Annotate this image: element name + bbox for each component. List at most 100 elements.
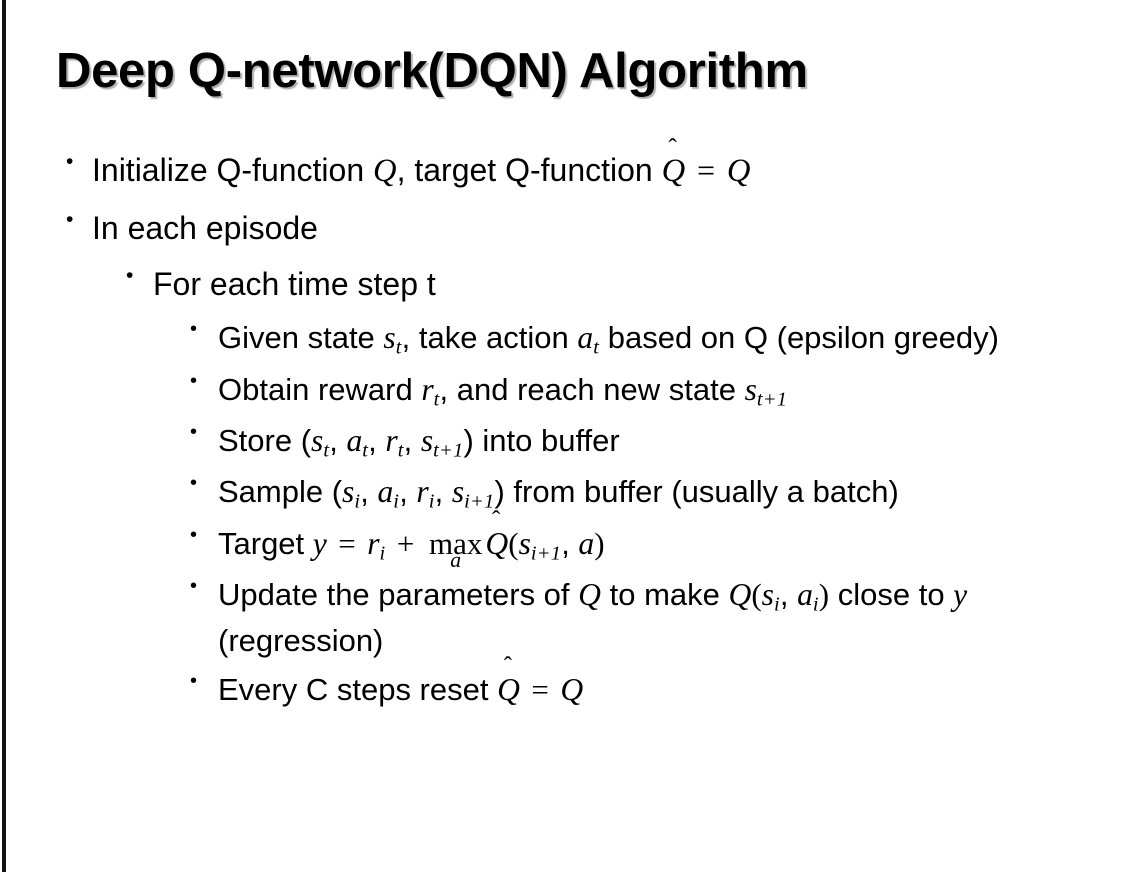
math-symbol-s: s: [518, 525, 531, 561]
list-item-text: For each time step t: [153, 266, 436, 303]
bullet-marker: •: [66, 208, 74, 232]
text-fragment: ) from buffer (usually a batch): [494, 474, 899, 510]
math-close-paren: ): [594, 525, 605, 561]
math-symbol-r: r: [385, 423, 398, 459]
list-item-text: Given state st, take action at based on …: [218, 316, 1088, 362]
text-fragment: based on Q (epsilon greedy): [599, 320, 999, 356]
text-fragment: close to: [829, 577, 954, 613]
list-item-text: Update the parameters of Q to make Q(si,…: [218, 573, 1088, 663]
math-equals: =: [688, 152, 724, 188]
math-open-paren: (: [508, 525, 519, 561]
list-item-text: In each episode: [92, 210, 318, 247]
text-fragment: Given state: [218, 320, 384, 356]
math-symbol-a: a: [377, 474, 394, 510]
math-subscript-t-plus-1: t+1: [433, 439, 464, 462]
math-close-paren: ): [818, 577, 830, 613]
math-symbol-s: s: [451, 474, 465, 510]
bullet-marker: •: [190, 472, 198, 495]
math-symbol-y: y: [953, 577, 968, 613]
math-subscript-t: t: [593, 337, 600, 360]
list-item-in-each-episode: • In each episode: [0, 206, 1124, 250]
math-symbol-q: Q: [726, 153, 751, 189]
math-subscript-i: i: [393, 491, 400, 514]
math-subscript-i: i: [354, 491, 361, 514]
math-symbol-y: y: [312, 525, 327, 561]
math-max-label: max: [428, 525, 483, 561]
math-symbol-q: Q: [661, 153, 686, 189]
bullet-list: • Initialize Q-function Q, target Q-func…: [0, 135, 1124, 717]
math-plus: +: [389, 525, 423, 561]
bullet-marker: •: [126, 264, 134, 288]
math-symbol-a: a: [577, 320, 594, 356]
list-item-text: Store (st, at, rt, st+1) into buffer: [218, 419, 1088, 465]
text-fragment: ,: [403, 423, 421, 459]
math-subscript-t-plus-1: t+1: [756, 388, 788, 411]
list-item-text: Obtain reward rt, and reach new state st…: [218, 368, 1088, 414]
math-symbol-q: Q: [373, 153, 397, 189]
math-symbol-a: a: [797, 577, 813, 613]
math-subscript-t: t: [323, 439, 330, 462]
text-fragment: to make: [600, 577, 729, 613]
list-item-sample-batch: • Sample (si, ai, ri, si+1) from buffer …: [0, 470, 1124, 516]
list-item-update-parameters: • Update the parameters of Q to make Q(s…: [0, 573, 1124, 663]
text-fragment: Obtain reward: [218, 371, 422, 407]
math-symbol-q: Q: [485, 525, 509, 561]
text-fragment: , take action: [401, 320, 578, 356]
page-title: Deep Q-network(DQN) Algorithm: [56, 44, 808, 98]
math-symbol-s: s: [420, 423, 434, 459]
math-subscript-t: t: [433, 388, 440, 411]
text-fragment: ,: [399, 474, 417, 510]
text-fragment: ,: [561, 525, 579, 561]
math-subscript-i: i: [773, 593, 780, 616]
math-subscript-i: i: [379, 542, 386, 565]
math-subscript-t: t: [397, 439, 404, 462]
math-symbol-s: s: [342, 474, 355, 510]
math-symbol-s: s: [761, 577, 774, 613]
text-fragment: ,: [360, 474, 378, 510]
bullet-marker: •: [190, 421, 198, 444]
text-fragment: ,: [368, 423, 386, 459]
bullet-marker: •: [190, 369, 198, 392]
text-fragment: Initialize Q-function: [92, 152, 374, 188]
math-symbol-r: r: [367, 525, 380, 561]
list-item-text: Initialize Q-function Q, target Q-functi…: [92, 135, 1124, 194]
bullet-marker: •: [190, 575, 198, 598]
text-fragment: Every C steps reset: [218, 671, 498, 707]
math-open-paren: (: [751, 577, 762, 613]
math-symbol-r: r: [416, 474, 429, 510]
text-fragment: Store (: [218, 423, 312, 459]
text-fragment: ,: [434, 474, 452, 510]
math-symbol-a: a: [578, 525, 595, 561]
text-fragment: , target Q-function: [396, 152, 662, 188]
list-item-for-each-time-step: • For each time step t: [0, 262, 1124, 306]
math-max-index-a: a: [450, 547, 462, 572]
list-item-initialize: • Initialize Q-function Q, target Q-func…: [0, 135, 1124, 194]
math-symbol-q: Q: [497, 671, 520, 707]
math-subscript-t: t: [362, 439, 369, 462]
text-fragment: (regression): [218, 623, 384, 659]
math-equals: =: [330, 525, 364, 561]
list-item-obtain-reward: • Obtain reward rt, and reach new state …: [0, 368, 1124, 414]
math-symbol-q: Q: [578, 577, 601, 613]
text-fragment: Sample (: [218, 474, 343, 510]
math-subscript-i-plus-1: i+1: [464, 491, 495, 514]
text-fragment: Update the parameters of: [218, 577, 579, 613]
bullet-marker: •: [190, 523, 198, 546]
math-symbol-a: a: [346, 423, 363, 459]
slide-left-edge-accent: [2, 0, 6, 872]
text-fragment: Target: [218, 525, 313, 561]
math-symbol-s: s: [744, 371, 757, 407]
bullet-marker: •: [190, 318, 198, 341]
math-symbol-r: r: [421, 371, 434, 407]
math-equals: =: [523, 671, 557, 707]
math-subscript-i-plus-1: i+1: [530, 542, 562, 565]
math-symbol-q: Q: [728, 577, 752, 613]
text-fragment: , and reach new state: [439, 371, 745, 407]
list-item-text: Sample (si, ai, ri, si+1) from buffer (u…: [218, 470, 1088, 516]
text-fragment: ,: [329, 423, 347, 459]
